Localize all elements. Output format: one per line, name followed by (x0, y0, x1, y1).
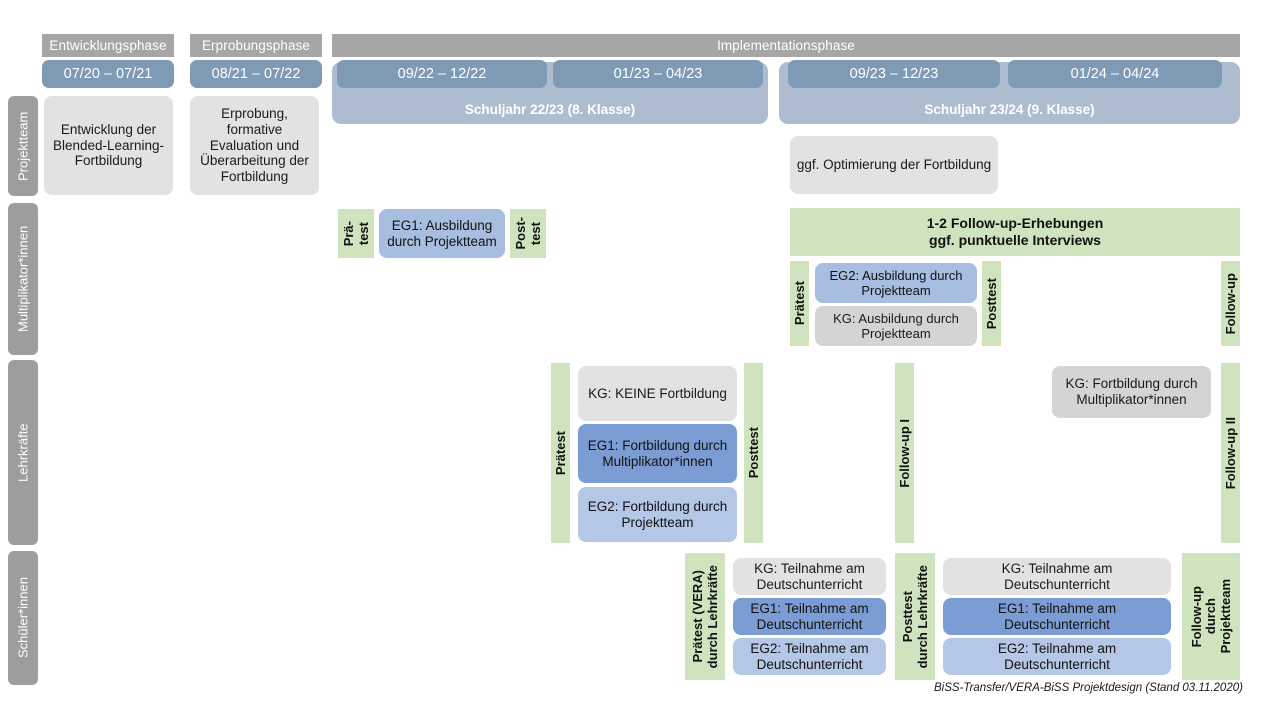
green-posttest-multiplikatoren-2: Posttest (982, 261, 1001, 346)
green-followup-1-lehrkraefte: Follow-up I (895, 363, 914, 543)
praetest-line-2: test (355, 221, 371, 246)
phase-header-erprobungsphase: Erprobungsphase (190, 34, 322, 57)
row-label-projektteam: Projektteam (8, 96, 38, 196)
row-label-multiplikatorinnen: Multiplikator*innen (8, 203, 38, 355)
green-posttest-schueler: Posttest durch Lehrkräfte (895, 553, 935, 680)
praetest-line-1: Prä- (340, 220, 356, 247)
followup-label: Follow-up (1222, 272, 1238, 335)
box-eg2-ausbildung-projektteam: EG2: Ausbildung durch Projektteam (815, 263, 977, 303)
green-followup-multiplikatoren: Follow-up (1221, 261, 1240, 346)
followup-banner-line-2: ggf. punktuelle Interviews (929, 232, 1101, 248)
posttest-label: Posttest (983, 277, 999, 330)
followup-1-label: Follow-up I (896, 418, 912, 488)
followup-schueler-sublabel-2: Projektteam (1217, 579, 1233, 654)
green-praetest-vera-schueler: Prätest (VERA) durch Lehrkräfte (685, 553, 725, 680)
green-praetest-multiplikatoren-2: Prätest (790, 261, 809, 346)
followup-banner-line-1: 1-2 Follow-up-Erhebungen (926, 214, 1104, 231)
phase-header-implementationsphase: Implementationsphase (332, 34, 1240, 57)
posttest-schueler-sublabel: durch Lehrkräfte (914, 564, 930, 669)
period-pill-0922-1222: 09/22 – 12/22 (337, 60, 547, 88)
praetest-label-lehrkraefte: Prätest (552, 430, 568, 476)
period-pill-0923-1223: 09/23 – 12/23 (788, 60, 1000, 88)
box-optimierung-fortbildung: ggf. Optimierung der Fortbildung (790, 136, 998, 194)
phase-header-entwicklungsphase: Entwicklungsphase (42, 34, 174, 57)
period-pill-0821-0722: 08/21 – 07/22 (190, 60, 322, 88)
box-kg-teilnahme-deutschunterricht-1: KG: Teilnahme am Deutschunterricht (733, 558, 886, 595)
green-followup-2-lehrkraefte: Follow-up II (1221, 363, 1240, 543)
praetest-label: Prätest (791, 281, 807, 326)
row-label-schuelerinnen: Schüler*innen (8, 551, 38, 685)
box-kg-fortbildung-multiplikatoren: KG: Fortbildung durch Multiplikator*inne… (1052, 366, 1211, 418)
green-posttest-lehrkraefte: Posttest (744, 363, 763, 543)
followup-2-label: Follow-up II (1222, 416, 1238, 490)
green-praetest-multiplikatoren-1: Prä- test (338, 209, 374, 258)
row-label-lehrkraefte: Lehrkräfte (8, 360, 38, 545)
posttest-line-2: test (527, 221, 543, 246)
box-eg1-teilnahme-deutschunterricht-1: EG1: Teilnahme am Deutschunterricht (733, 598, 886, 635)
followup-schueler-label: Follow-up (1188, 585, 1204, 648)
box-eg1-ausbildung-projektteam: EG1: Ausbildung durch Projektteam (379, 209, 505, 258)
praetest-vera-label: Prätest (VERA) (689, 570, 705, 663)
praetest-vera-sublabel: durch Lehrkräfte (704, 564, 720, 669)
box-eg1-teilnahme-deutschunterricht-2: EG1: Teilnahme am Deutschunterricht (943, 598, 1171, 635)
box-eg2-teilnahme-deutschunterricht-2: EG2: Teilnahme am Deutschunterricht (943, 638, 1171, 675)
box-kg-keine-fortbildung: KG: KEINE Fortbildung (578, 366, 737, 421)
posttest-line-1: Post- (512, 217, 528, 250)
posttest-label-lehrkraefte: Posttest (745, 427, 761, 479)
period-pill-0123-0423: 01/23 – 04/23 (553, 60, 763, 88)
period-pill-0124-0424: 01/24 – 04/24 (1008, 60, 1222, 88)
footer-caption: BiSS-Transfer/VERA-BiSS Projektdesign (S… (934, 682, 1243, 694)
posttest-schueler-label: Posttest (899, 590, 915, 643)
green-followup-schueler: Follow-up durch Projektteam (1182, 553, 1240, 680)
followup-schueler-sublabel-1: durch (1203, 598, 1219, 635)
box-eg2-teilnahme-deutschunterricht-1: EG2: Teilnahme am Deutschunterricht (733, 638, 886, 675)
period-pill-0720-0721: 07/20 – 07/21 (42, 60, 174, 88)
green-praetest-lehrkraefte: Prätest (551, 363, 570, 543)
green-posttest-multiplikatoren-1: Post- test (510, 209, 546, 258)
box-eg2-fortbildung-projektteam: EG2: Fortbildung durch Projektteam (578, 487, 737, 542)
box-erprobung-evaluation: Erprobung, formative Evaluation und Über… (190, 96, 319, 195)
box-kg-ausbildung-projektteam: KG: Ausbildung durch Projektteam (815, 306, 977, 346)
box-kg-teilnahme-deutschunterricht-2: KG: Teilnahme am Deutschunterricht (943, 558, 1171, 595)
box-entwicklung-fortbildung: Entwicklung der Blended-Learning-Fortbil… (44, 96, 173, 195)
box-eg1-fortbildung-multiplikatoren: EG1: Fortbildung durch Multiplikator*inn… (578, 424, 737, 483)
green-banner-followup-erhebungen: 1-2 Follow-up-Erhebungen ggf. punktuelle… (790, 208, 1240, 256)
